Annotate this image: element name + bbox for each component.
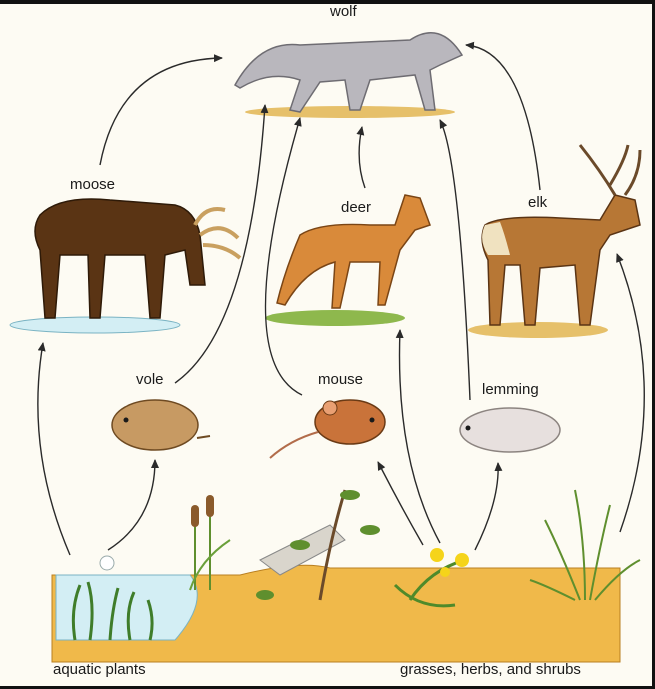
arrow-deer-to-wolf (359, 127, 365, 188)
lemming-icon (460, 408, 560, 452)
label-grasses-herbs-shrubs: grasses, herbs, and shrubs (400, 662, 581, 677)
arrow-grass-to-elk (617, 254, 644, 532)
label-lemming: lemming (482, 382, 539, 397)
arrow-aquatic-to-vole (108, 460, 155, 550)
moose-icon (10, 199, 240, 333)
label-deer: deer (341, 200, 371, 215)
label-vole: vole (136, 372, 164, 387)
wolf-icon (235, 33, 462, 118)
arrow-plants-to-lemming (475, 463, 498, 550)
label-mouse: mouse (318, 372, 363, 387)
label-elk: elk (528, 195, 547, 210)
label-aquatic-plants: aquatic plants (53, 662, 146, 677)
mouse-icon (270, 400, 385, 458)
arrow-elk-to-wolf (466, 45, 540, 190)
water-pool (56, 575, 197, 640)
label-moose: moose (70, 177, 115, 192)
elk-icon (468, 145, 640, 338)
label-wolf: wolf (330, 4, 357, 19)
arrow-moose-to-wolf (100, 58, 222, 165)
arrow-plants-to-mouse (378, 462, 423, 545)
arrow-aquatic-to-moose (38, 343, 70, 555)
arrow-plants-to-deer (400, 330, 441, 543)
arrow-lemming-to-wolf (440, 120, 470, 400)
vole-icon (112, 400, 210, 450)
